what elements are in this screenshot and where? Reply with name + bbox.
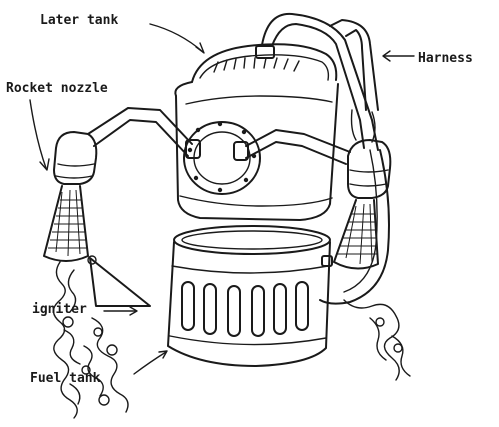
- label-water-tank: Later tank: [40, 13, 118, 28]
- left-exhaust-flames: [53, 262, 128, 418]
- water-tank: [175, 44, 338, 220]
- fuel-tank-slots: [182, 282, 308, 336]
- lid-vents: [214, 58, 299, 72]
- label-igniter: igniter: [32, 302, 87, 317]
- fuel-tank-fitting: [322, 256, 332, 266]
- arrow-rocket-nozzle: [30, 100, 49, 170]
- harness-straps: [262, 14, 389, 304]
- filler-cap: [256, 46, 274, 58]
- fuel-tank: [168, 226, 332, 366]
- central-valve: [184, 122, 260, 194]
- left-nozzle-hatching: [48, 190, 88, 256]
- arrow-fuel-tank: [134, 351, 167, 374]
- arrow-igniter: [104, 307, 137, 315]
- arrow-harness: [383, 51, 414, 61]
- right-exhaust-flames: [344, 300, 410, 380]
- label-rocket-nozzle: Rocket nozzle: [6, 81, 108, 96]
- arrow-water-tank: [150, 24, 204, 53]
- left-rocket-nozzle: [44, 132, 96, 261]
- label-harness: Harness: [418, 51, 473, 66]
